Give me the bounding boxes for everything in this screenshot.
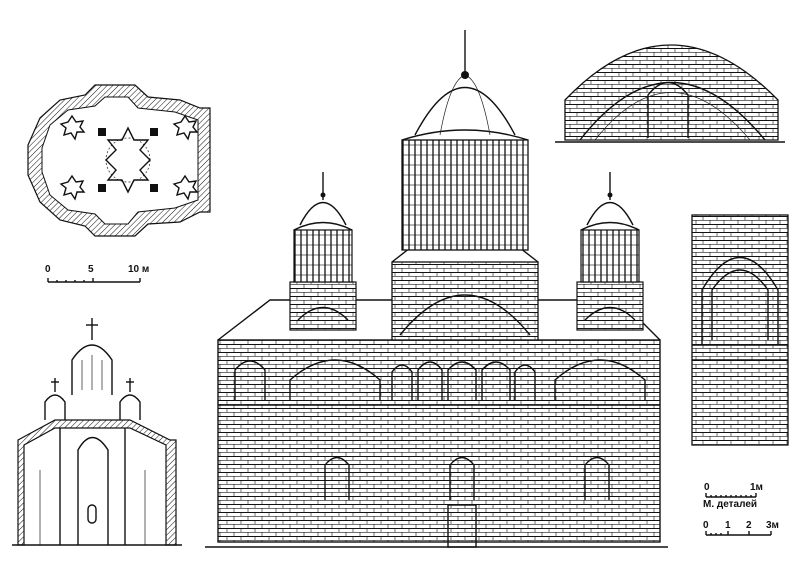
scale-tick-label: 10 м <box>128 264 149 275</box>
scale-caption: М. деталей <box>703 499 757 510</box>
scale-tick-label: 1м <box>750 482 763 493</box>
scale-tick-label: 0 <box>45 264 51 275</box>
scale-tick-label: 1 <box>725 520 731 531</box>
window-detail <box>691 214 789 446</box>
scale-tick-label: 0 <box>703 520 709 531</box>
main-scale-bar: 0 1 2 3м <box>703 520 779 536</box>
scale-tick-label: 2 <box>746 520 752 531</box>
scale-tick-label: 3м <box>766 520 779 531</box>
cross-section <box>12 318 182 546</box>
scale-tick-label: 0 <box>704 482 710 493</box>
scale-tick-label: 5 <box>88 264 94 275</box>
floor-plan <box>27 84 211 237</box>
plan-scale-bar: 0 5 10 м <box>45 264 149 283</box>
tympanum-detail <box>555 44 785 143</box>
main-facade-elevation <box>205 30 668 548</box>
details-scale-bar: 0 1м М. деталей <box>703 482 763 510</box>
